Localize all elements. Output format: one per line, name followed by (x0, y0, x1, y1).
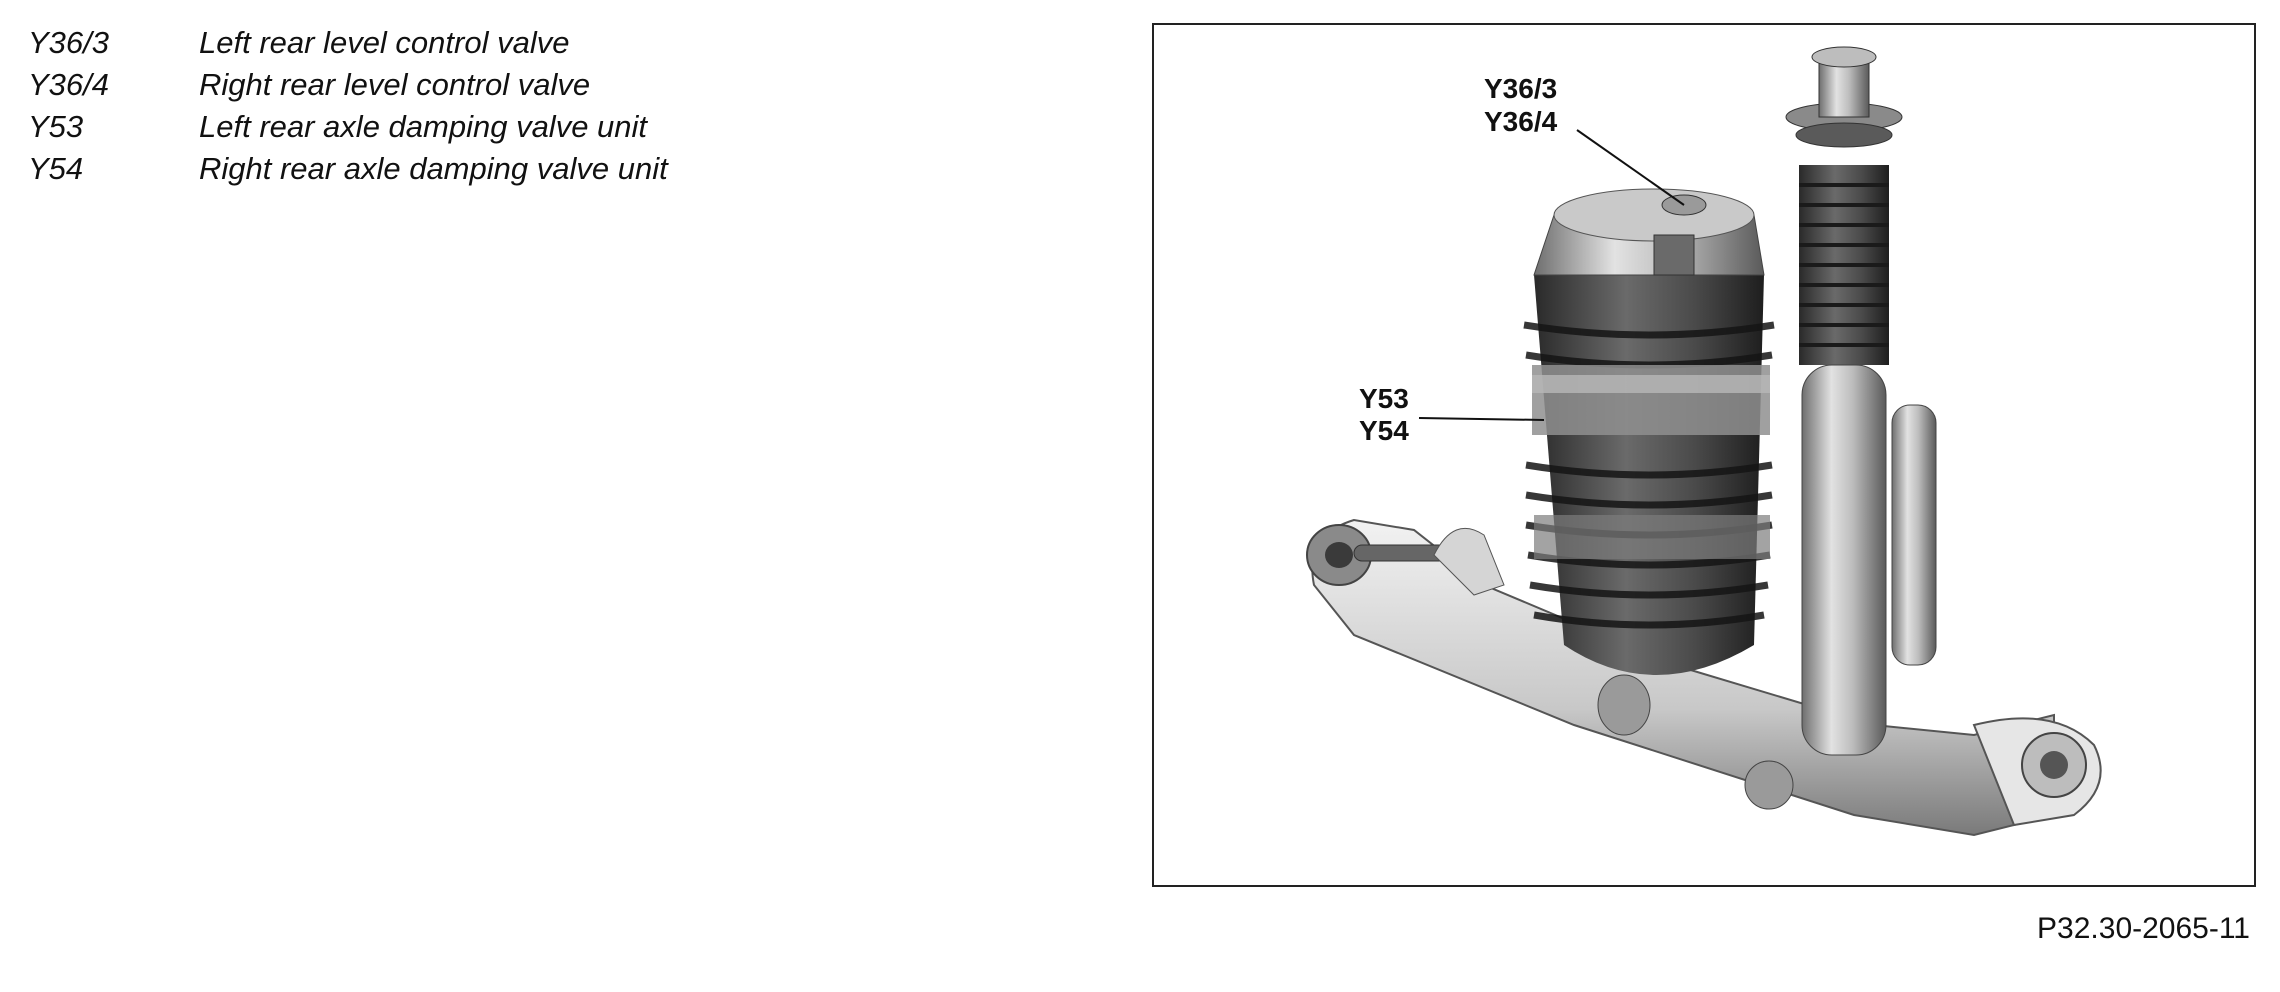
legend-description: Left rear axle damping valve unit (199, 109, 648, 144)
legend-item: Y53 Left rear axle damping valve unit (28, 106, 668, 148)
shock-absorber (1785, 46, 1937, 756)
damping-leader-line (1418, 417, 1545, 421)
air-spring-strut-illustration: Y36/3 Y36/4 Y53 Y54 (1306, 46, 2102, 837)
legend-code: Y36/4 (28, 67, 110, 102)
legend-item: Y36/3 Left rear level control valve (28, 22, 668, 64)
valve-callout-line1: Y36/3 (1484, 73, 1557, 104)
legend-code: Y54 (28, 151, 84, 186)
suspension-figure: Y36/3 Y36/4 Y53 Y54 (1152, 23, 2256, 887)
valve-callout-line2: Y36/4 (1484, 106, 1558, 137)
legend-description: Right rear axle damping valve unit (199, 151, 668, 186)
legend-code: Y36/3 (28, 25, 110, 60)
legend-description: Left rear level control valve (199, 25, 570, 60)
legend-list: Y36/3 Left rear level control valve Y36/… (28, 22, 668, 190)
control-arm (1306, 518, 2102, 837)
damping-callout-line2: Y54 (1359, 415, 1409, 446)
legend-item: Y54 Right rear axle damping valve unit (28, 148, 668, 190)
damping-callout-line1: Y53 (1359, 383, 1409, 414)
legend-description: Right rear level control valve (199, 67, 591, 102)
valve-leader-line (1576, 129, 1685, 206)
figure-reference-code: P32.30-2065-11 (2037, 912, 2250, 945)
air-spring (1523, 188, 1775, 675)
legend-item: Y36/4 Right rear level control valve (28, 64, 668, 106)
legend-code: Y53 (28, 109, 84, 144)
